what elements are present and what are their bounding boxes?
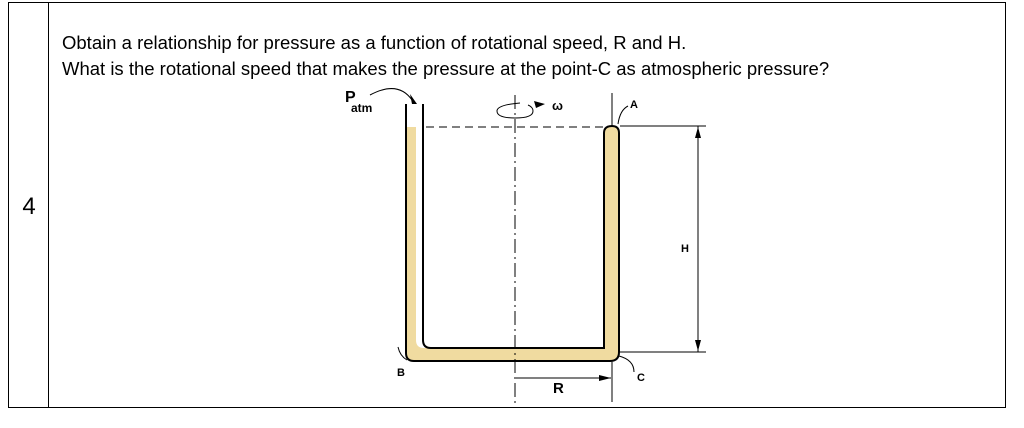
tube-outer-wall xyxy=(405,104,620,362)
point-a-leader xyxy=(617,105,629,125)
point-c-label: C xyxy=(637,372,645,384)
patm-arrowhead xyxy=(410,94,417,104)
rotation-arrow xyxy=(496,102,534,119)
h-arrow-top xyxy=(695,127,701,138)
problem-number: 4 xyxy=(22,193,36,220)
r-arrow-right xyxy=(599,375,611,381)
problem-table: 4 xyxy=(8,2,1006,408)
h-arrow-bottom xyxy=(695,340,701,351)
point-a-label: A xyxy=(630,99,638,111)
patm-label: P xyxy=(345,89,356,106)
rotation-arrowhead xyxy=(534,101,545,108)
omega-label: ω xyxy=(552,98,563,113)
patm-subscript: atm xyxy=(351,101,372,115)
question-line-1: Obtain a relationship for pressure as a … xyxy=(62,32,687,53)
problem-number-cell: 4 xyxy=(9,3,49,407)
point-c-leader xyxy=(618,355,635,373)
h-label: H xyxy=(681,243,689,255)
r-label: R xyxy=(553,380,564,397)
tube-inner-wall xyxy=(422,104,605,349)
fluid-fill xyxy=(406,126,619,361)
patm-leader xyxy=(369,88,413,101)
point-b-label: B xyxy=(397,367,405,379)
question-line-2: What is the rotational speed that makes … xyxy=(62,58,830,79)
point-b-leader xyxy=(397,346,408,361)
